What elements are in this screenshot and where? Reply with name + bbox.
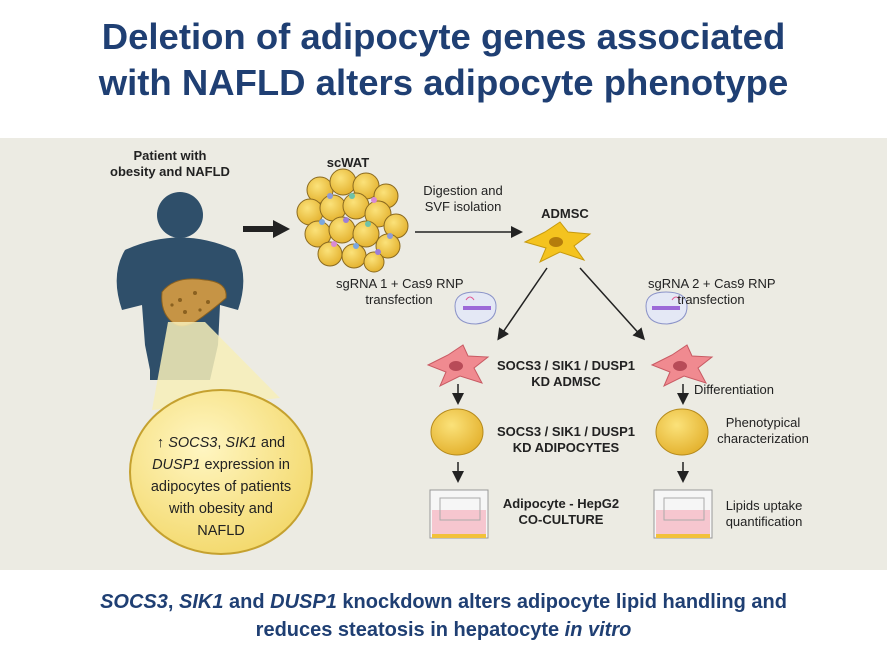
kd-admsc-cell-right-icon bbox=[650, 344, 714, 388]
adipocyte-bubble bbox=[129, 389, 313, 555]
kd-adipocyte-left-icon bbox=[430, 408, 484, 456]
arrow-admsc-to-kd-right bbox=[579, 267, 646, 341]
arrow-patient-to-scwat-icon bbox=[243, 220, 290, 238]
lipids-label: Lipids uptake quantification bbox=[725, 498, 803, 529]
title-line-1: Deletion of adipocyte genes associated bbox=[101, 16, 786, 57]
sgrna1-label: sgRNA 1 + Cas9 RNP transfection bbox=[336, 276, 464, 307]
bubble-text: ↑ SOCS3, SIK1 and DUSP1 expression in ad… bbox=[150, 435, 292, 539]
admsc-label: ADMSC bbox=[541, 206, 589, 221]
digestion-label: Digestion and SVF isolation bbox=[423, 183, 503, 214]
kd-admsc-label: SOCS3 / SIK1 / DUSP1 KD ADMSC bbox=[497, 358, 635, 389]
lipid-uptake-well-icon bbox=[653, 489, 713, 539]
kd-admsc-cell-left-icon bbox=[426, 344, 490, 388]
patient-label: Patient with obesity and NAFLD bbox=[110, 148, 230, 179]
phenotypical-label: Phenotypical characterization bbox=[717, 415, 809, 446]
title-line-2: with NAFLD alters adipocyte phenotype bbox=[98, 62, 789, 103]
kd-adipocyte-right-icon bbox=[655, 408, 709, 456]
page-title: Deletion of adipocyte genes associated w… bbox=[0, 14, 887, 106]
footer-summary: SOCS3, SIK1 and DUSP1 knockdown alters a… bbox=[100, 591, 787, 641]
arrow-admsc-to-kd-left bbox=[497, 267, 548, 341]
scwat-label: scWAT bbox=[326, 155, 370, 170]
cas9-rnp-icon-2 bbox=[645, 291, 688, 325]
coculture-well-icon bbox=[429, 489, 489, 539]
up-arrow-icon: ↑ bbox=[156, 435, 165, 451]
admsc-nucleus bbox=[549, 237, 563, 247]
kd-adipocytes-label: SOCS3 / SIK1 / DUSP1 KD ADIPOCYTES bbox=[497, 424, 635, 455]
cas9-rnp-icon-1 bbox=[454, 291, 497, 325]
scwat-tissue-icon bbox=[296, 168, 409, 273]
sgrna2-label: sgRNA 2 + Cas9 RNP transfection bbox=[648, 276, 776, 307]
coculture-label: Adipocyte - HepG2 CO-CULTURE bbox=[502, 496, 620, 527]
zoom-cone bbox=[152, 322, 280, 410]
liver-icon bbox=[161, 278, 227, 327]
differentiation-label: Differentiation bbox=[694, 382, 774, 397]
